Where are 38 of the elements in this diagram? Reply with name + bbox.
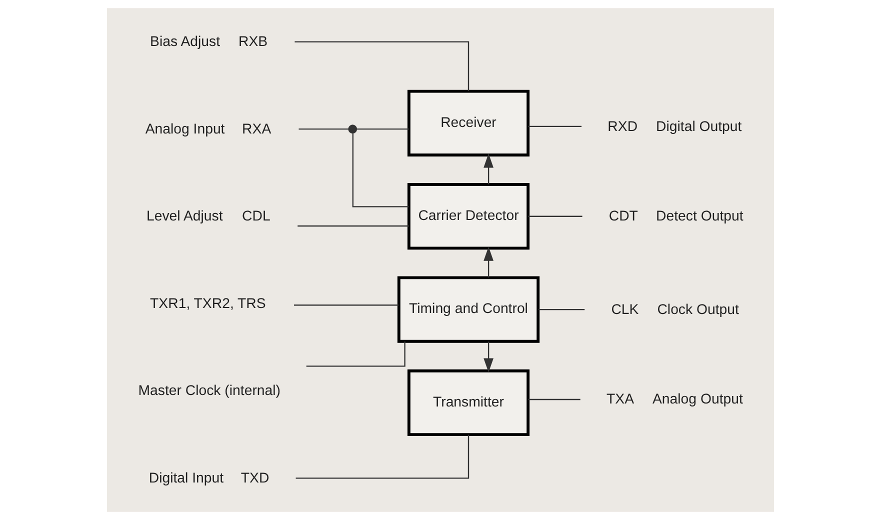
node-box: Transmitter xyxy=(406,369,530,436)
node-text: RXA xyxy=(242,120,271,136)
node-circle xyxy=(348,124,357,134)
node-label: Analog Input xyxy=(144,120,224,136)
connector xyxy=(356,128,408,130)
connector xyxy=(294,304,398,306)
node-box: Receiver xyxy=(406,90,530,156)
node-label: Detect Output xyxy=(656,208,743,224)
connector xyxy=(298,128,348,130)
connector xyxy=(538,308,584,310)
connector xyxy=(295,434,469,479)
arrow xyxy=(483,342,494,372)
node-box: Timing and Control xyxy=(396,276,540,343)
connector xyxy=(297,225,408,227)
node-label: Bias Adjust xyxy=(150,33,220,50)
arrow xyxy=(483,246,494,278)
node-text: RXB xyxy=(238,33,268,50)
node-text: CDL xyxy=(242,208,270,224)
node-text: CDT xyxy=(608,208,638,224)
node-text: Master Clock (internal) xyxy=(138,382,280,398)
node-label: Clock Output xyxy=(656,300,738,317)
node-text: TXR1, TXR2, TRS xyxy=(150,294,266,311)
node-text: TXA xyxy=(606,390,634,406)
connector xyxy=(528,126,582,127)
node-label: Level Adjust xyxy=(146,208,222,224)
node-label: Analog Output xyxy=(652,390,742,406)
connector xyxy=(294,41,469,91)
node-label: Digital Output xyxy=(656,118,742,134)
connector xyxy=(528,216,582,217)
connector xyxy=(352,133,408,208)
node-label: Digital Input xyxy=(148,469,224,486)
connector xyxy=(306,342,405,367)
node-text: CLK xyxy=(610,300,638,317)
connector xyxy=(528,398,580,400)
node-text: RXD xyxy=(607,118,638,134)
node-text: TXD xyxy=(240,469,269,486)
arrow xyxy=(483,154,494,184)
node-box: Carrier Detector xyxy=(406,183,530,250)
